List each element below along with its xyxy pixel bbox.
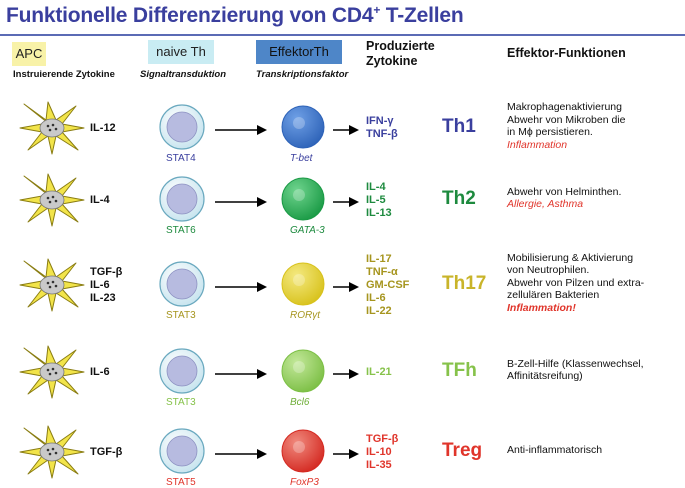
- instructing-cytokine: IL-12: [90, 121, 116, 134]
- secretion-arrow: [333, 367, 359, 379]
- produced-cytokine: IL-21: [366, 365, 392, 378]
- produced-cytokine: IL-4: [366, 180, 386, 193]
- stat-label: STAT6: [166, 225, 196, 236]
- effektor-th-subheader: Transkriptionsfaktor: [256, 69, 349, 80]
- produced-cytokine: GM-CSF: [366, 278, 410, 291]
- naive-th-cell: [158, 347, 206, 395]
- instructing-cytokine: TGF-β: [90, 445, 123, 458]
- instructing-cytokines: TGF-β: [90, 446, 122, 459]
- effector-functions: Anti-inflammatorisch: [507, 444, 602, 457]
- th-subset-label: Treg: [442, 440, 483, 461]
- differentiation-arrow: [215, 280, 267, 292]
- instructing-cytokine: IL-6: [90, 365, 110, 378]
- produced-cytokine: TNF-β: [366, 128, 398, 140]
- th-subset-label: Th2: [442, 188, 476, 209]
- effector-functions-header: Effektor-Funktionen: [507, 46, 626, 60]
- apc-cell: [18, 170, 88, 228]
- differentiation-arrow: [215, 195, 267, 207]
- produced-cytokine: IL-10: [366, 445, 392, 458]
- title-divider: [0, 34, 685, 36]
- stat-label: STAT3: [166, 310, 196, 321]
- instructing-cytokine: IL-6: [90, 278, 110, 291]
- transcription-factor-label: Bcl6: [290, 397, 310, 408]
- instructing-cytokine: TGF-β: [90, 265, 123, 278]
- function-line: Affinitätsreifung): [507, 370, 583, 382]
- function-line: Abwehr von Pilzen und extra-: [507, 276, 645, 289]
- function-line: B-Zell-Hilfe (Klassenwechsel,: [507, 357, 644, 370]
- stat-label: STAT3: [166, 397, 196, 408]
- effector-functions: B-Zell-Hilfe (Klassenwechsel,Affinitätsr…: [507, 358, 644, 383]
- produced-cytokine: IL-13: [366, 206, 392, 219]
- differentiation-arrow: [215, 123, 267, 135]
- produced-cytokine: IL-35: [366, 458, 392, 471]
- function-line: von Neutrophilen.: [507, 264, 590, 277]
- naive-th-cell: [158, 260, 206, 308]
- produced-cytokines: IL-21: [366, 366, 392, 379]
- effektor-th-header-box: EffektorTh: [256, 40, 342, 64]
- instructing-cytokines: IL-12: [90, 122, 116, 135]
- th-subset-label: Th1: [442, 116, 476, 137]
- function-line: in Mϕ persistieren.: [507, 126, 593, 138]
- produced-cytokine: IL-22: [366, 304, 392, 317]
- secretion-arrow: [333, 123, 359, 135]
- produced-cytokine: TGF-β: [366, 432, 399, 445]
- stat-label: STAT4: [166, 153, 196, 164]
- function-line: zellulären Bakterien: [507, 289, 600, 302]
- function-highlight: Inflammation: [507, 138, 568, 151]
- naive-th-cell: [158, 175, 206, 223]
- instructing-cytokine: IL-4: [90, 193, 110, 206]
- effector-th-cell: [280, 428, 326, 474]
- naive-th-header-box: naive Th: [148, 40, 214, 64]
- transcription-factor-label: T-bet: [290, 153, 313, 164]
- instructing-cytokines: IL-4: [90, 194, 110, 207]
- function-highlight: Allergie, Asthma: [507, 198, 584, 210]
- apc-cell: [18, 422, 88, 480]
- naive-th-subheader: Signaltransduktion: [140, 69, 227, 80]
- produced-cytokine: IL-6: [366, 291, 386, 304]
- effector-th-cell: [280, 104, 326, 150]
- apc-subheader: Instruierende Zytokine: [13, 69, 115, 80]
- produced-cytokine: IL-17: [366, 252, 392, 265]
- produced-cytokine: TNF-α: [366, 265, 398, 278]
- function-line: Abwehr von Helminthen.: [507, 185, 622, 198]
- th-subset-label: TFh: [442, 360, 477, 381]
- effector-th-cell: [280, 176, 326, 222]
- secretion-arrow: [333, 195, 359, 207]
- page-title: Funktionelle Differenzierung von CD4+ T-…: [6, 3, 464, 27]
- apc-cell: [18, 98, 88, 156]
- transcription-factor-label: RORγt: [290, 310, 320, 321]
- function-line: Abwehr von Mikroben die: [507, 113, 626, 126]
- function-highlight: Inflammation!: [507, 301, 576, 314]
- differentiation-arrow: [215, 367, 267, 379]
- produced-cytokine: IL-5: [366, 193, 386, 206]
- effector-functions: Abwehr von Helminthen.Allergie, Asthma: [507, 186, 621, 211]
- transcription-factor-label: GATA-3: [290, 225, 325, 236]
- function-line: Makrophagenaktivierung: [507, 101, 622, 113]
- effector-th-cell: [280, 261, 326, 307]
- secretion-arrow: [333, 447, 359, 459]
- apc-cell: [18, 342, 88, 400]
- apc-cell: [18, 255, 88, 313]
- naive-th-cell: [158, 103, 206, 151]
- th-subset-label: Th17: [442, 273, 487, 294]
- produced-cytokine: IFN-γ: [366, 115, 394, 127]
- apc-header-box: APC: [12, 42, 46, 66]
- function-line: Mobilisierung & Aktivierung: [507, 251, 634, 264]
- effector-th-cell: [280, 348, 326, 394]
- function-line: Anti-inflammatorisch: [507, 443, 603, 456]
- secretion-arrow: [333, 280, 359, 292]
- instructing-cytokines: IL-6: [90, 366, 110, 379]
- naive-th-cell: [158, 427, 206, 475]
- differentiation-arrow: [215, 447, 267, 459]
- instructing-cytokine: IL-23: [90, 291, 116, 304]
